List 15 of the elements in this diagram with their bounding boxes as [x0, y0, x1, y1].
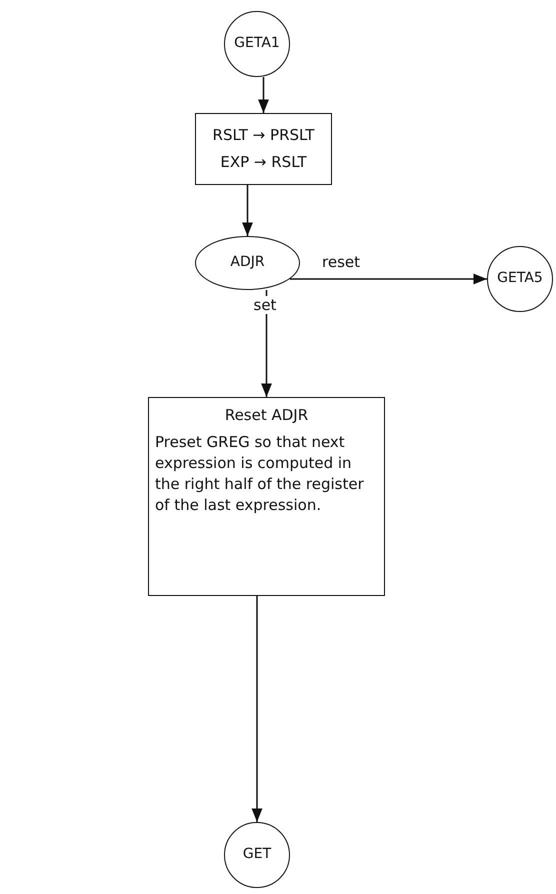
arrow [290, 274, 487, 284]
process-box [148, 397, 385, 596]
process-box [195, 113, 332, 185]
arrow [242, 185, 253, 236]
box-text: Reset ADJR [224, 405, 310, 426]
box-text: RSLT → PRSLT [212, 125, 316, 146]
box-text: EXP → RSLT [219, 152, 308, 173]
edge-label: set [252, 296, 278, 314]
node-label: GETA5 [497, 269, 543, 288]
node-label: ADJR [230, 253, 265, 272]
node-label: GET [242, 845, 272, 864]
arrow [252, 596, 262, 822]
arrow [258, 77, 269, 113]
box-description: Preset GREG so that next expression is computed in the right half of the register of the last expression. [155, 432, 365, 516]
node-label: GETA1 [234, 34, 280, 54]
